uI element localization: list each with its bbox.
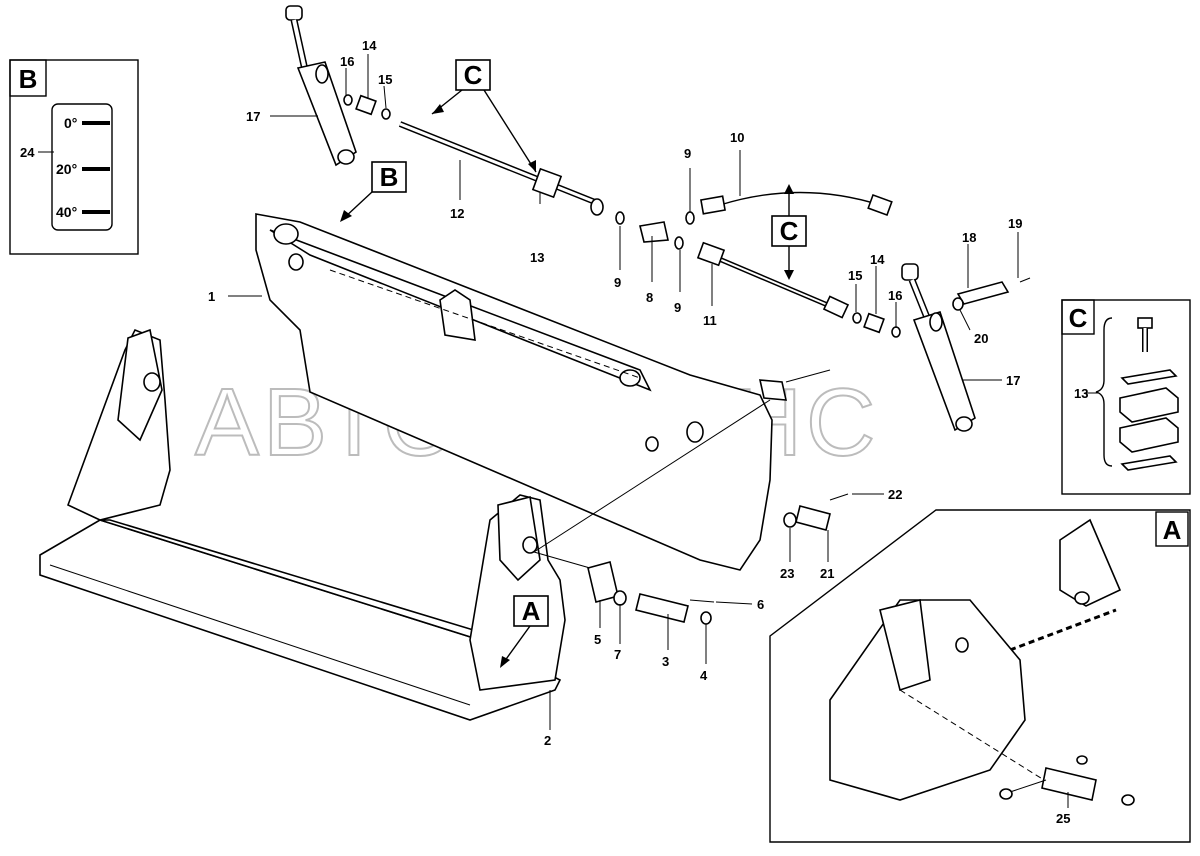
ref-17-left: 17 — [246, 109, 260, 124]
ref-14-left: 14 — [362, 38, 377, 53]
inset-b-label: B — [19, 64, 38, 94]
ref-14-right: 14 — [870, 252, 885, 267]
ref-9-top: 9 — [684, 146, 691, 161]
svg-text:C: C — [464, 60, 483, 90]
ref-9-left: 9 — [614, 275, 621, 290]
ref-5: 5 — [594, 632, 601, 647]
svg-text:C: C — [780, 216, 799, 246]
callout-c-top: C — [431, 59, 537, 173]
ref-16-right: 16 — [888, 288, 902, 303]
ref-17-right: 17 — [1006, 373, 1020, 388]
ref-11: 11 — [703, 313, 717, 328]
cylinder-right — [901, 263, 1010, 432]
ref-21: 21 — [820, 566, 834, 581]
ref-18: 18 — [962, 230, 976, 245]
ref-13-inset: 13 — [1074, 386, 1088, 401]
callout-a: A — [500, 595, 549, 668]
scale-20: 20° — [56, 161, 77, 177]
bucket — [39, 328, 566, 721]
ref-7: 7 — [614, 647, 621, 662]
ref-24: 24 — [20, 145, 35, 160]
ref-4: 4 — [700, 668, 708, 683]
scale-40: 40° — [56, 204, 77, 220]
ref-2: 2 — [544, 733, 551, 748]
inset-c: C 13 — [1061, 299, 1191, 495]
callout-c-mid: C — [771, 184, 807, 280]
ref-12: 12 — [450, 206, 464, 221]
ref-15-left: 15 — [378, 72, 392, 87]
rod-and-hoses — [343, 94, 901, 338]
part-labels: 17 16 14 15 12 13 9 10 9 8 9 11 15 14 16… — [208, 38, 1070, 826]
bucket-frame — [255, 213, 773, 571]
ref-19: 19 — [1008, 216, 1022, 231]
inset-a-label: A — [1163, 515, 1182, 545]
ref-16-left: 16 — [340, 54, 354, 69]
ref-15-right: 15 — [848, 268, 862, 283]
inset-a: A — [769, 509, 1191, 843]
ref-25: 25 — [1056, 811, 1070, 826]
scale-0: 0° — [64, 115, 77, 131]
ref-20: 20 — [974, 331, 988, 346]
inset-b: B 0° 20° 40° 24 — [9, 59, 139, 255]
ref-22: 22 — [888, 487, 902, 502]
svg-text:B: B — [380, 162, 399, 192]
svg-text:A: A — [522, 596, 541, 626]
ref-9-right: 9 — [674, 300, 681, 315]
ref-3: 3 — [662, 654, 669, 669]
ref-13: 13 — [530, 250, 544, 265]
ref-10: 10 — [730, 130, 744, 145]
callout-b: B — [340, 161, 407, 222]
ref-1: 1 — [208, 289, 215, 304]
ref-6: 6 — [757, 597, 764, 612]
cylinder-left — [285, 5, 357, 167]
ref-8: 8 — [646, 290, 653, 305]
ref-23: 23 — [780, 566, 794, 581]
inset-c-label: C — [1069, 303, 1088, 333]
